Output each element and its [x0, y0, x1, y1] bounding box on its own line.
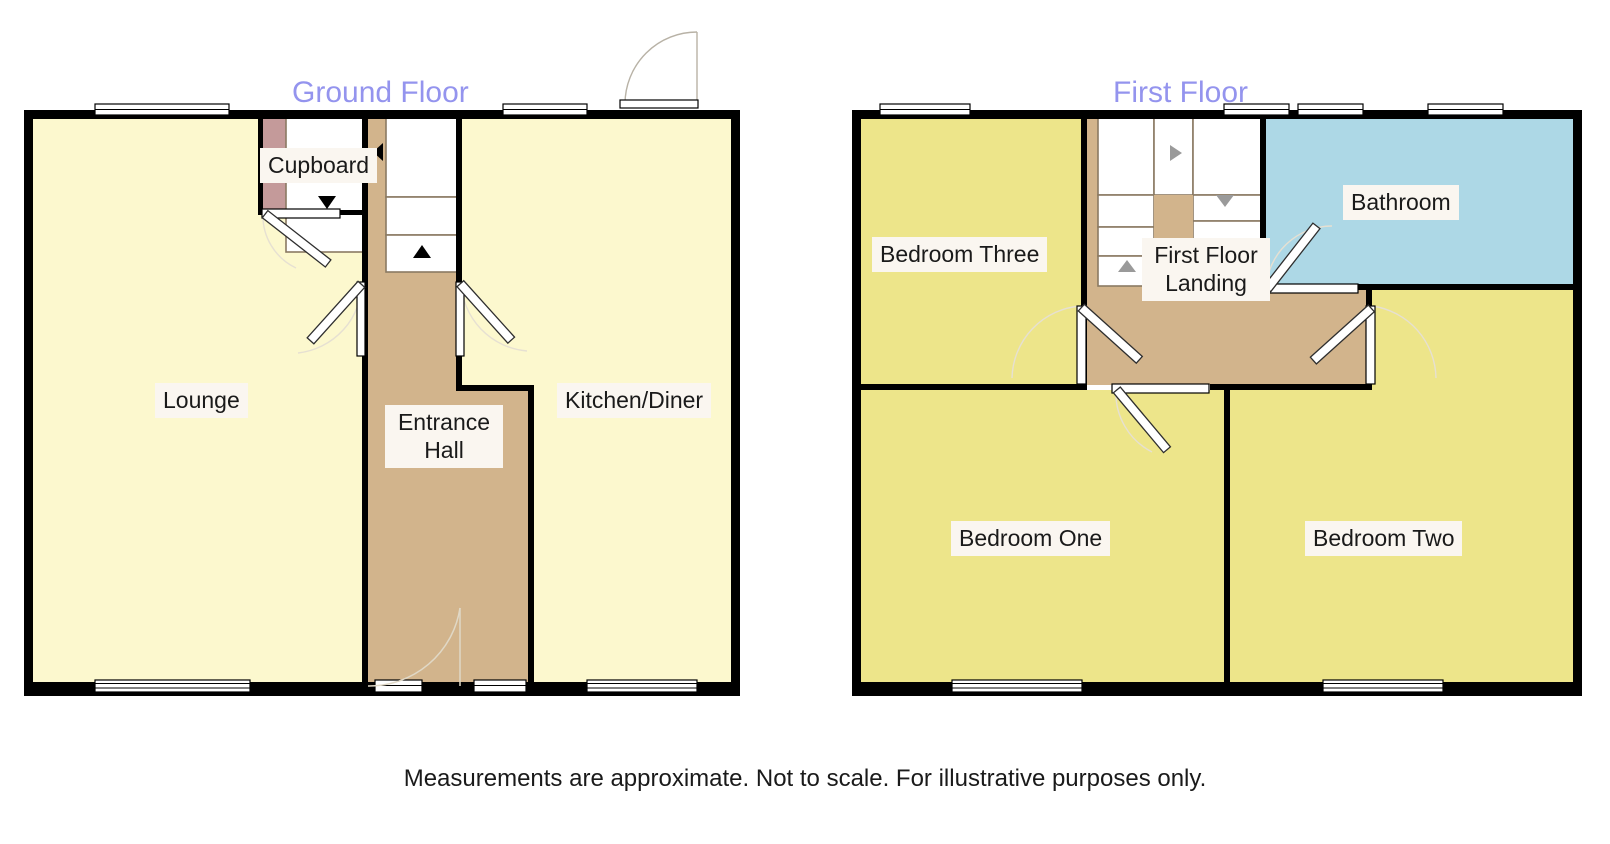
first-wall-bed1-bed2 — [1224, 388, 1230, 688]
ground-wall-right — [731, 110, 740, 696]
ground-stair-up-arrow-glyph — [413, 245, 431, 258]
room-label-bathroom: Bathroom — [1343, 185, 1459, 220]
ground-cupboard-stair-treads — [285, 116, 366, 253]
ground-door-cupboard — [261, 208, 341, 269]
ground-wall-left — [24, 110, 33, 696]
first-floor-landing-fill-right — [1086, 286, 1371, 385]
first-wall-landing-bathroom — [1260, 118, 1266, 290]
first-window-bedroom-one-bottom — [951, 679, 1083, 693]
first-floor-title: First Floor — [1113, 76, 1248, 109]
ground-window-kitchen-bottom-right — [586, 679, 698, 693]
first-window-bedroom-two-bottom — [1322, 679, 1444, 693]
first-wall-bathroom-bottom — [1260, 284, 1578, 290]
first-window-bedroom-three-top — [879, 103, 971, 116]
first-wall-bed3-landing — [1081, 118, 1087, 388]
ground-stair-left-arrow-glyph — [373, 143, 383, 161]
first-wall-right — [1573, 110, 1582, 696]
first-door-bedroom-three — [1011, 303, 1144, 385]
first-wall-left — [852, 110, 861, 696]
room-label-lounge: Lounge — [155, 383, 248, 418]
first-stair-right-arrow-glyph — [1170, 145, 1182, 161]
ground-door-kitchen — [455, 279, 528, 357]
room-label-bedroom-three: Bedroom Three — [872, 237, 1048, 272]
first-door-bedroom-one — [1111, 383, 1210, 454]
first-wall-landing-bottom-left — [858, 384, 1087, 390]
ground-front-door — [619, 31, 699, 109]
first-stair-up-arrow-glyph — [1118, 260, 1136, 272]
room-label-entrance-hall: Entrance Hall — [385, 405, 503, 468]
first-stair-down-arrow-glyph — [1216, 195, 1234, 207]
ground-wall-top — [24, 110, 740, 119]
ground-stair-down-arrow-glyph — [318, 196, 336, 209]
ground-wall-hall-kitchen-lower — [528, 385, 534, 689]
first-window-landing-top — [1223, 103, 1290, 116]
first-door-bedroom-two — [1309, 304, 1437, 385]
ground-door-lounge — [297, 280, 366, 357]
ground-window-kitchen-top — [502, 103, 588, 116]
first-wall-landing-bottom-right — [1210, 384, 1372, 390]
room-label-bedroom-two: Bedroom Two — [1305, 521, 1463, 556]
ground-wall-hall-kitchen-upper — [456, 117, 462, 391]
disclaimer-text: Measurements are approximate. Not to sca… — [403, 765, 1207, 792]
ground-window-lounge-top — [94, 103, 230, 116]
ground-window-kitchen-bottom-left — [473, 679, 527, 693]
first-window-bathroom-top — [1297, 103, 1364, 116]
ground-floor-title: Ground Floor — [292, 76, 469, 109]
room-label-bedroom-one: Bedroom One — [951, 521, 1111, 556]
first-floor-group — [852, 103, 1582, 696]
room-label-first-floor-landing: First Floor Landing — [1142, 238, 1270, 301]
ground-wall-lounge-hall — [362, 117, 368, 689]
room-label-cupboard: Cupboard — [260, 148, 378, 183]
ground-window-lounge-bottom — [94, 679, 251, 693]
first-wall-top — [852, 110, 1582, 119]
room-label-kitchen-diner: Kitchen/Diner — [557, 383, 712, 418]
ground-floor-group — [24, 31, 740, 696]
ground-door-hall-rear — [367, 607, 461, 687]
ground-stair-treads — [385, 116, 459, 273]
first-window-bathroom-top-right — [1427, 103, 1504, 116]
ground-wall-hall-kitchen-jog — [456, 385, 534, 391]
